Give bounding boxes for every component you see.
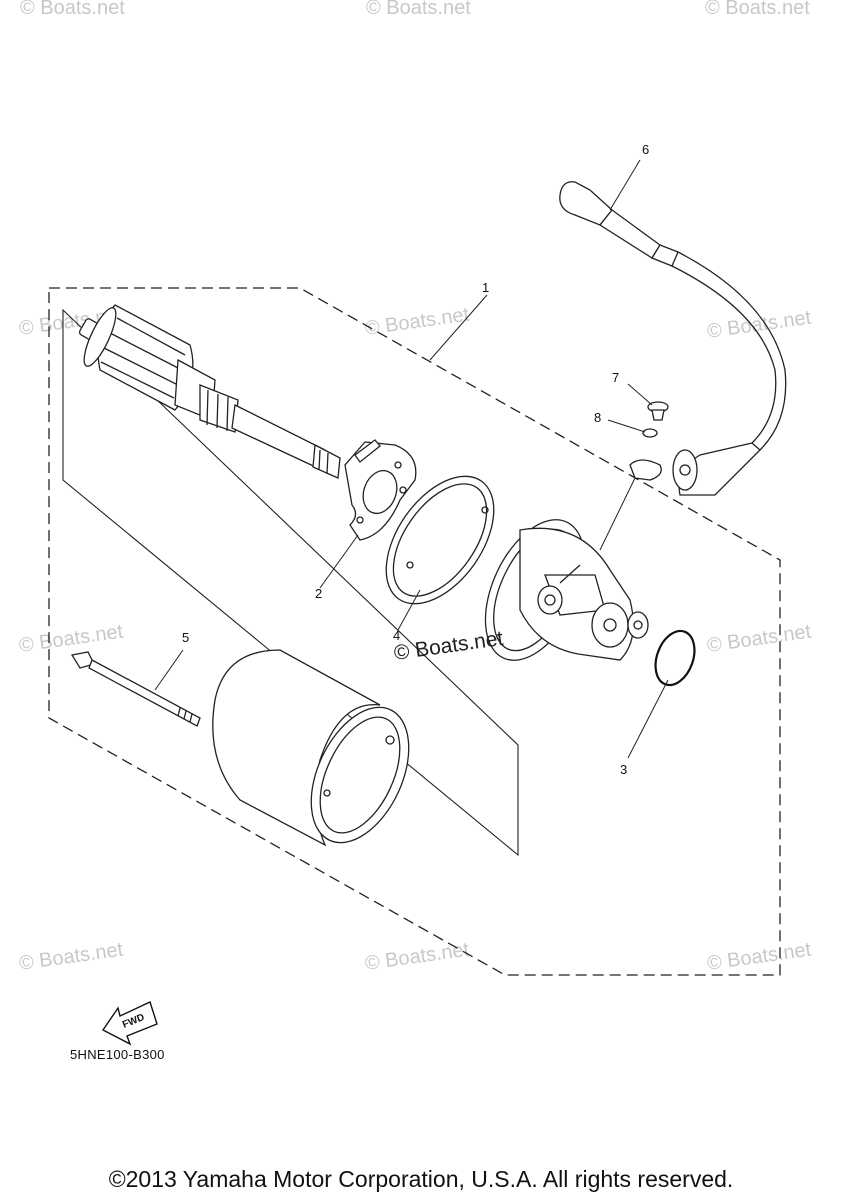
center-watermark: © Boats.net xyxy=(392,627,504,665)
watermark: © Boats.net xyxy=(705,0,810,19)
watermark: © Boats.net xyxy=(364,939,471,975)
gasket xyxy=(385,475,495,605)
callout-4: 4 xyxy=(393,628,400,643)
lead-wire xyxy=(559,181,787,496)
brush-holder-plate xyxy=(344,439,417,541)
leader-lines xyxy=(154,159,669,759)
diagram-code: 5HNE100-B300 xyxy=(70,1047,165,1062)
watermark: © Boats.net xyxy=(364,304,471,340)
front-cover xyxy=(484,519,649,661)
screw xyxy=(647,401,669,421)
watermark: © Boats.net xyxy=(706,307,813,343)
callout-2: 2 xyxy=(315,586,322,601)
through-bolt xyxy=(70,651,201,727)
watermark: © Boats.net xyxy=(18,939,125,975)
assembly-boundary xyxy=(48,287,781,976)
callout-6: 6 xyxy=(642,142,649,157)
o-ring xyxy=(654,629,696,687)
yoke xyxy=(212,649,410,847)
watermark: © Boats.net xyxy=(706,939,813,975)
callout-8: 8 xyxy=(594,410,601,425)
watermark: © Boats.net xyxy=(706,621,813,657)
callouts: 1 2 3 4 5 6 7 8 xyxy=(182,142,649,777)
washer xyxy=(642,428,658,438)
copyright-notice: ©2013 Yamaha Motor Corporation, U.S.A. A… xyxy=(108,1166,734,1192)
callout-1: 1 xyxy=(482,280,489,295)
watermark: © Boats.net xyxy=(366,0,471,19)
callout-5: 5 xyxy=(182,630,189,645)
callout-7: 7 xyxy=(612,370,619,385)
armature xyxy=(78,304,341,479)
fwd-arrow-icon: FWD xyxy=(101,1001,158,1046)
watermark: © Boats.net xyxy=(20,0,125,19)
callout-3: 3 xyxy=(620,762,627,777)
watermark: © Boats.net xyxy=(18,621,125,657)
